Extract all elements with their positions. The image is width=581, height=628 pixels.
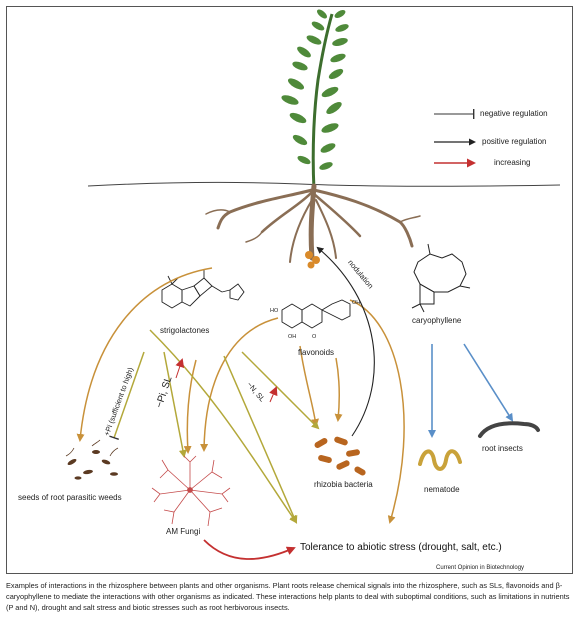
arrow-nodulation xyxy=(316,246,375,437)
increase-n-sl xyxy=(269,386,278,403)
figure-caption: Examples of interactions in the rhizosph… xyxy=(6,581,570,613)
arrow-root-to-rhizobia xyxy=(334,357,343,422)
arrow-flav-to-amfungi xyxy=(200,317,279,452)
arrow-sl-to-amfungi xyxy=(183,359,197,454)
arrow-pi-sl-amfungi xyxy=(163,351,187,458)
arrow-sl-to-seeds xyxy=(76,267,213,442)
tolerance-label: Tolerance to abiotic stress (drought, sa… xyxy=(300,542,502,553)
caryophyllene-structure xyxy=(411,243,471,313)
plant-shoot xyxy=(281,9,349,191)
am-fungi-label: AM Fungi xyxy=(166,527,201,536)
strigolactone-structure xyxy=(161,270,245,309)
arrow-flav-to-rhizobia xyxy=(299,345,320,427)
figure-frame xyxy=(6,6,573,574)
strigolactones-label: strigolactones xyxy=(160,326,210,335)
seeds-label: seeds of root parasitic weeds xyxy=(18,493,122,502)
flavonoid-structure xyxy=(281,299,351,329)
legend-increasing-label: increasing xyxy=(494,158,531,167)
rhizobia-cells xyxy=(314,436,366,476)
caryophyllene-label: caryophyllene xyxy=(412,316,462,325)
soil-line xyxy=(87,181,561,187)
inhibit-pi-seeds xyxy=(109,351,145,441)
flavonoid-ho-label: HO xyxy=(270,308,279,314)
legend-negative-label: negative regulation xyxy=(480,109,548,118)
increase-pi-sl xyxy=(175,358,185,379)
arrow-root-to-tolerance xyxy=(349,299,405,524)
arrow-amfungi-to-tolerance xyxy=(203,539,296,560)
flavonoid-o-label: O xyxy=(312,334,317,340)
arrow-n-sl-rhizobia xyxy=(241,351,320,430)
root-insect-larva xyxy=(478,421,540,438)
flavonoids-label: flavonoids xyxy=(298,348,335,357)
parasitic-seeds xyxy=(67,450,118,480)
rhizobia-label: rhizobia bacteria xyxy=(314,480,373,489)
root-insects-label: root insects xyxy=(482,444,523,453)
arrow-caryophyllene-to-insects xyxy=(463,343,514,422)
legend-positive-label: positive regulation xyxy=(482,137,547,146)
am-fungi-hyphae xyxy=(151,455,231,527)
arrow-sl-to-tolerance xyxy=(223,355,298,524)
arrow-seeds-to-tolerance xyxy=(149,329,298,524)
nematode-worm xyxy=(418,449,462,471)
nematode-label: nematode xyxy=(424,485,460,494)
flavonoid-oh2-label: OH xyxy=(288,334,297,340)
plant-roots xyxy=(205,183,421,263)
root-nodules xyxy=(305,251,320,269)
source-label: Current Opinion in Biotechnology xyxy=(436,565,525,571)
flavonoid-oh-label: OH xyxy=(352,300,361,306)
